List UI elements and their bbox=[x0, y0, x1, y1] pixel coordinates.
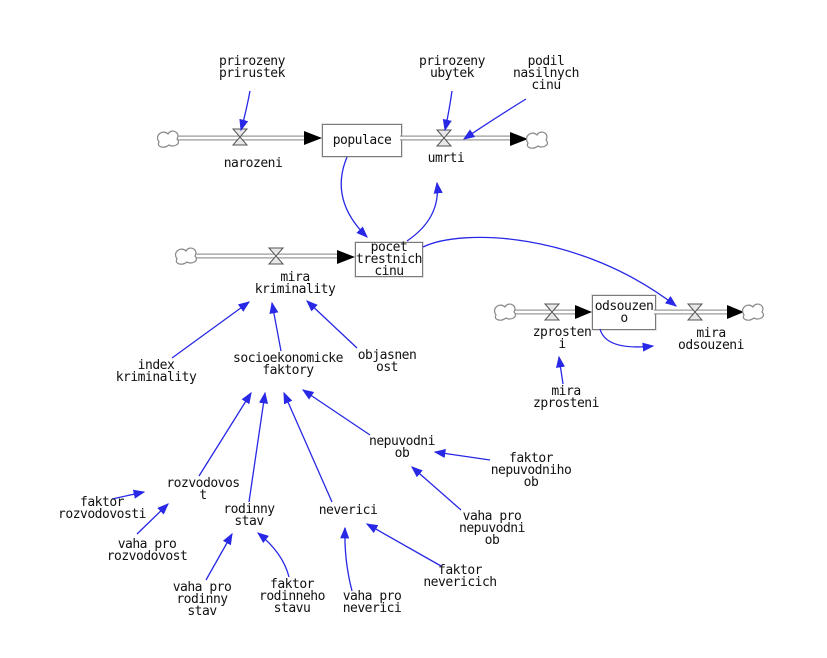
valve-umrti[interactable] bbox=[435, 129, 453, 147]
variable-prirozeny-ubytek[interactable]: prirozeny ubytek bbox=[419, 54, 485, 81]
variable-rozvodovost[interactable]: rozvodovos t bbox=[166, 476, 240, 503]
link-populace-to-pocet-trestnich-cinu bbox=[340, 156, 368, 238]
variable-nepuvodni-ob[interactable]: nepuvodni ob bbox=[369, 434, 435, 461]
valve-mira-odsouzeni[interactable] bbox=[686, 303, 704, 321]
stock-pocet-trestnich-cinu[interactable]: pocet trestnich cinu bbox=[355, 239, 423, 279]
variable-index-kriminality[interactable]: index kriminality bbox=[115, 358, 197, 385]
variable-vaha-pro-rozvodovost[interactable]: vaha pro rozvodovost bbox=[106, 537, 188, 564]
link-mira-zprosteni-to-zprosteni bbox=[556, 355, 566, 385]
link-socioekonomicke-faktory-to-mira-kriminality bbox=[269, 301, 282, 352]
link-neverici-to-socioekonomicke-faktory bbox=[283, 391, 333, 503]
link-objasnenost-to-mira-kriminality bbox=[306, 300, 358, 349]
link-rozvodovost-to-socioekonomicke-faktory bbox=[198, 391, 252, 477]
link-rodinny-stav-to-socioekonomicke-faktory bbox=[248, 391, 268, 503]
variable-vaha-pro-nepuvodni-ob[interactable]: vaha pro nepuvodni ob bbox=[459, 509, 525, 548]
variable-socioekonomicke-faktory[interactable]: socioekonomicke faktory bbox=[233, 351, 343, 378]
cloud-icon bbox=[156, 130, 180, 148]
variable-faktor-rozvodovosti[interactable]: faktor rozvodovosti bbox=[58, 495, 146, 522]
link-vaha-pro-nepuvodni-ob-to-nepuvodni-ob bbox=[411, 466, 462, 511]
stock-populace[interactable]: populace bbox=[322, 124, 402, 157]
variable-objasnenost[interactable]: objasnen ost bbox=[357, 348, 417, 375]
link-vaha-pro-neverici-to-neverici bbox=[340, 526, 353, 592]
flow-arrowhead bbox=[304, 131, 322, 145]
cloud-icon bbox=[525, 131, 549, 149]
link-pocet-trestnich-cinu-to-umrti bbox=[406, 181, 443, 242]
variable-faktor-nevericich[interactable]: faktor nevericich bbox=[423, 563, 497, 590]
link-prirozeny-prirustek-to-narozeni bbox=[239, 90, 251, 132]
variable-faktor-rodinneho-stavu[interactable]: faktor rodinneho stavu bbox=[259, 577, 325, 616]
variable-neverici[interactable]: neverici bbox=[318, 503, 378, 518]
flow-arrowhead bbox=[510, 132, 528, 146]
variable-mira-zprosteni[interactable]: mira zprosteni bbox=[533, 384, 599, 411]
flow-label-mira-odsouzeni[interactable]: mira odsouzeni bbox=[678, 326, 744, 353]
stock-odsouzeno[interactable]: odsouzen o bbox=[592, 295, 656, 330]
link-faktor-nepuvodniho-ob-to-nepuvodni-ob bbox=[433, 448, 491, 461]
flow-arrowhead bbox=[337, 250, 355, 264]
variable-rodinny-stav[interactable]: rodinny stav bbox=[223, 502, 275, 529]
flow-label-mira-kriminality[interactable]: mira kriminality bbox=[254, 270, 336, 297]
variable-podil-nasilnych-cinu[interactable]: podil nasilnych cinu bbox=[513, 54, 579, 93]
cloud-icon bbox=[493, 303, 517, 321]
link-prirozeny-ubytek-to-umrti bbox=[442, 90, 453, 132]
cloud-icon bbox=[741, 303, 765, 321]
variable-vaha-pro-rodinny-stav[interactable]: vaha pro rodinny stav bbox=[172, 580, 232, 619]
flow-arrowhead bbox=[727, 305, 744, 319]
flow-label-narozeni[interactable]: narozeni bbox=[223, 156, 283, 171]
link-odsouzeno-to-mira-odsouzeni bbox=[599, 328, 655, 352]
variable-prirozeny-prirustek[interactable]: prirozeny prirustek bbox=[219, 54, 285, 81]
link-index-kriminality-to-mira-kriminality bbox=[171, 301, 251, 359]
link-faktor-rodinneho-stavu-to-rodinny-stav bbox=[256, 532, 290, 578]
link-nepuvodni-ob-to-socioekonomicke-faktory bbox=[301, 389, 371, 436]
cloud-icon bbox=[174, 247, 198, 265]
variable-vaha-pro-neverici[interactable]: vaha pro neverici bbox=[342, 589, 402, 616]
flow-label-umrti[interactable]: umrti bbox=[427, 151, 465, 166]
valve-mira-kriminality[interactable] bbox=[267, 247, 285, 265]
valve-zprosteni[interactable] bbox=[543, 303, 561, 321]
link-faktor-nevericich-to-neverici bbox=[365, 523, 442, 567]
flow-label-zprosteni[interactable]: zprosten i bbox=[532, 325, 592, 352]
link-vaha-pro-rodinny-stav-to-rodinny-stav bbox=[205, 532, 233, 581]
valve-narozeni[interactable] bbox=[231, 128, 249, 146]
flow-arrowhead bbox=[575, 305, 592, 319]
variable-faktor-nepuvodniho-ob[interactable]: faktor nepuvodniho ob bbox=[490, 451, 572, 490]
link-podil-nasilnych-cinu-to-umrti bbox=[462, 98, 527, 140]
